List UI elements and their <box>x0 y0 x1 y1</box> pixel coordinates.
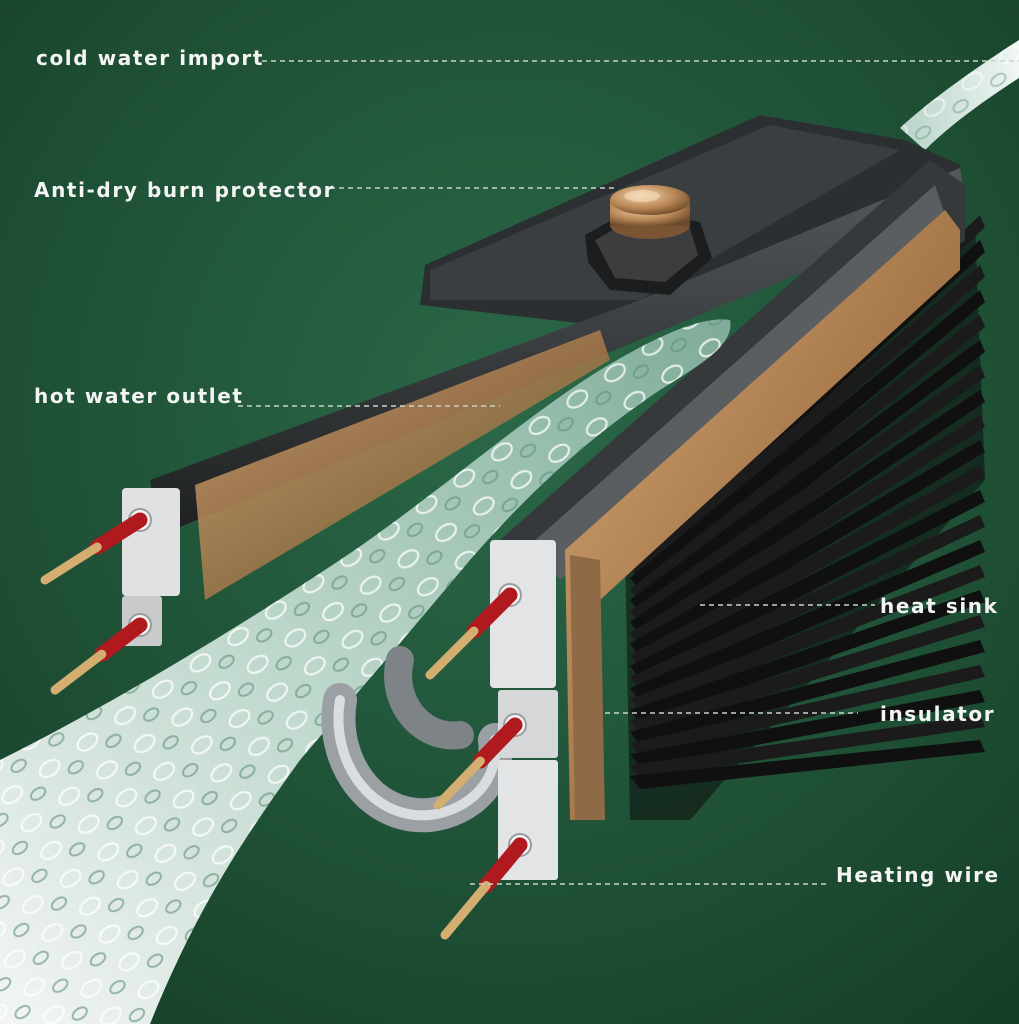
label-heating-wire: Heating wire <box>836 863 1000 887</box>
heat-sink-fin <box>630 440 985 657</box>
heat-sink-fin <box>630 390 985 635</box>
hot-water-flow <box>0 319 731 1024</box>
cold-water-stream <box>900 40 1019 150</box>
heat-sink-fin <box>630 465 985 668</box>
heat-sink-fin <box>630 340 985 613</box>
housing <box>150 115 965 820</box>
heat-sink-fin <box>630 740 985 789</box>
heat-sink-fin <box>630 290 985 591</box>
label-hot-water-outlet: hot water outlet <box>34 384 244 408</box>
anti-dry-burn-protector <box>585 185 712 295</box>
heat-sink-fin <box>630 590 985 723</box>
label-heat-sink: heat sink <box>880 594 999 618</box>
heat-sink-fin <box>630 640 985 745</box>
label-anti-dry-burn-protector: Anti-dry burn protector <box>34 178 336 202</box>
heat-sink-fin <box>630 665 985 756</box>
heat-sink-fins <box>625 215 985 820</box>
terminal-pin-insulation <box>478 837 528 893</box>
terminal-pin-insulation <box>466 587 518 639</box>
terminal-pin-insulation <box>89 512 148 555</box>
heat-sink-fin <box>630 490 985 679</box>
terminal-pin-insulation <box>94 617 148 662</box>
heat-sink-fin <box>630 715 985 778</box>
heat-sink-fin <box>630 690 985 767</box>
terminal-pin-tip <box>425 626 479 680</box>
terminal-pin-insulation <box>472 717 523 769</box>
heat-sink-fin <box>630 315 985 602</box>
terminal-pin-tip <box>440 881 491 940</box>
heat-sink-fin <box>630 265 985 580</box>
label-insulator: insulator <box>880 702 996 726</box>
heat-sink-fin <box>630 365 985 624</box>
terminal-pin-tip <box>433 756 485 810</box>
heat-sink-fin <box>630 515 985 690</box>
terminal-pins <box>40 508 532 940</box>
heat-sink-fin <box>630 615 985 734</box>
heat-sink-fin <box>630 540 985 701</box>
terminal-pin-tip <box>50 649 107 695</box>
heat-sink-fin <box>630 565 985 712</box>
heat-sink-fin <box>630 415 985 646</box>
heating-element-tube <box>321 646 513 833</box>
terminal-pin-tip <box>40 542 102 585</box>
label-cold-water-import: cold water import <box>36 46 265 70</box>
